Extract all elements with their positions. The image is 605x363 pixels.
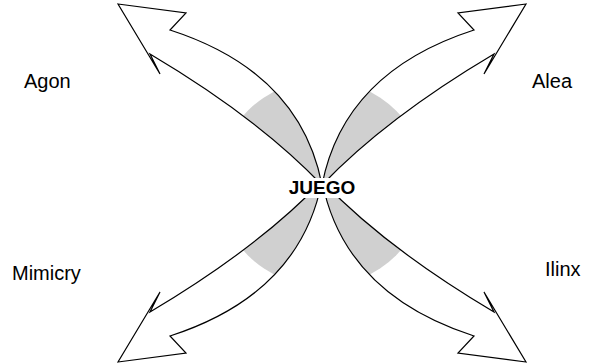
central-concept-label: JUEGO (287, 178, 358, 199)
curved-arrow (118, 181, 322, 362)
curved-arrow (322, 4, 526, 185)
play-category-label: Agon (24, 70, 71, 92)
play-category-label: Alea (532, 70, 572, 92)
curved-arrow (322, 181, 526, 362)
curved-arrow (118, 4, 322, 185)
play-category-label: Mimicry (12, 262, 81, 284)
play-category-label: Ilinx (545, 258, 581, 280)
